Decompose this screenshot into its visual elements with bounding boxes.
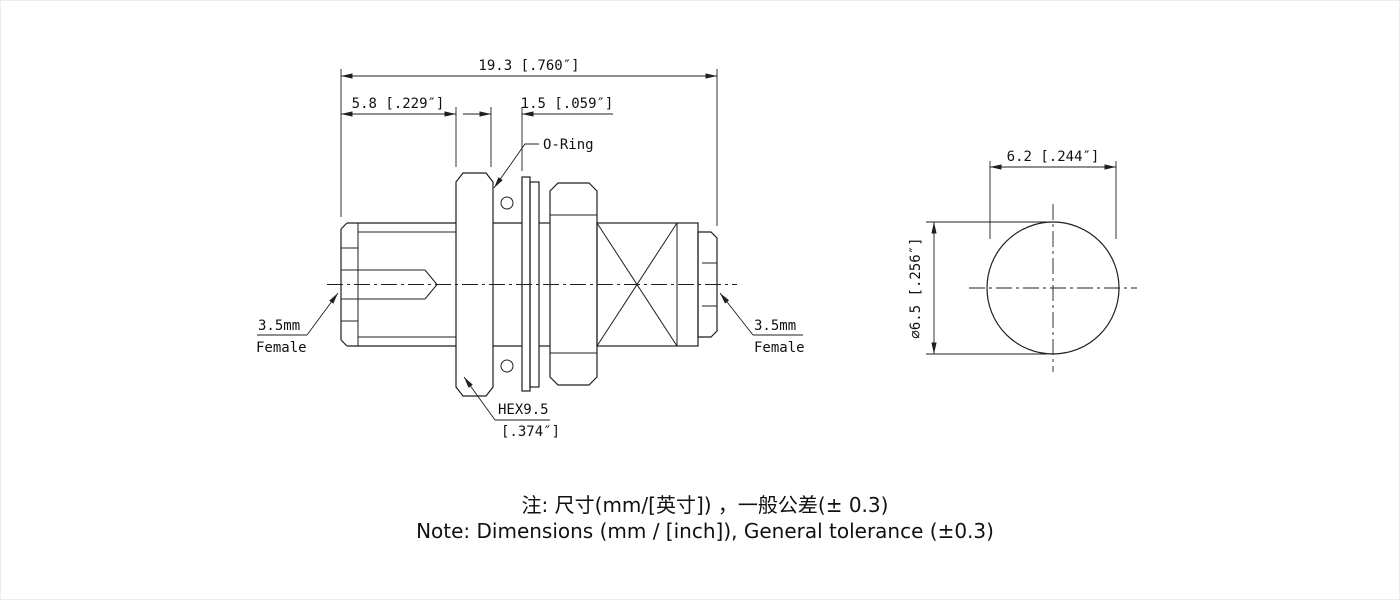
- hex-leader: [463, 376, 496, 421]
- end-view: 6.2 [.244″] ⌀6.5 [.256″]: [908, 149, 1137, 372]
- threaded-body: [493, 222, 550, 347]
- right-end-cap: [697, 231, 718, 338]
- left-port-leader: [306, 292, 339, 336]
- oring-label-text: O-Ring: [543, 137, 594, 153]
- hex-size-text: HEX9.5: [498, 402, 549, 418]
- label-left-port: 3.5mm Female: [256, 292, 339, 356]
- label-hex-size: HEX9.5 [.374″]: [463, 376, 560, 440]
- dim-end-diameter-text: ⌀6.5 [.256″]: [908, 237, 924, 338]
- left-port-line1: 3.5mm: [258, 318, 300, 334]
- notes: 注: 尺寸(mm/[英寸]) ，一般公差(± 0.3) Note: Dimens…: [416, 493, 994, 543]
- left-port-line2: Female: [256, 340, 307, 356]
- right-port-line1: 3.5mm: [754, 318, 796, 334]
- side-view: 19.3 [.760″] 5.8 [.229″] 1.5 [.059″] O-R…: [256, 58, 805, 440]
- note-line-en: Note: Dimensions (mm / [inch]), General …: [416, 519, 994, 543]
- panel-washer: [521, 176, 540, 392]
- dim-oring-groove-text: 1.5 [.059″]: [521, 96, 614, 112]
- label-right-port: 3.5mm Female: [719, 292, 805, 356]
- dim-end-width-text: 6.2 [.244″]: [1007, 149, 1100, 165]
- hex-flange: [455, 172, 494, 397]
- dim-overall-text: 19.3 [.760″]: [478, 58, 579, 74]
- note-line-zh: 注: 尺寸(mm/[英寸]) ，一般公差(± 0.3): [522, 493, 889, 517]
- dimension-oring-groove: 1.5 [.059″]: [463, 96, 613, 171]
- dim-flange-offset-text: 5.8 [.229″]: [352, 96, 445, 112]
- oring-leader: [493, 143, 539, 189]
- o-ring-section: [500, 196, 514, 373]
- left-coupling-nut: [340, 222, 456, 347]
- label-oring: O-Ring: [493, 137, 594, 189]
- hex-nut: [549, 182, 598, 386]
- hex-size-inch-text: [.374″]: [501, 424, 560, 440]
- right-port-leader: [719, 292, 754, 336]
- right-port-line2: Female: [754, 340, 805, 356]
- dimension-overall-length: 19.3 [.760″]: [340, 58, 718, 226]
- dimension-flange-offset: 5.8 [.229″]: [341, 96, 457, 167]
- dimension-end-width: 6.2 [.244″]: [989, 149, 1117, 239]
- dimension-end-diameter: ⌀6.5 [.256″]: [908, 221, 1047, 355]
